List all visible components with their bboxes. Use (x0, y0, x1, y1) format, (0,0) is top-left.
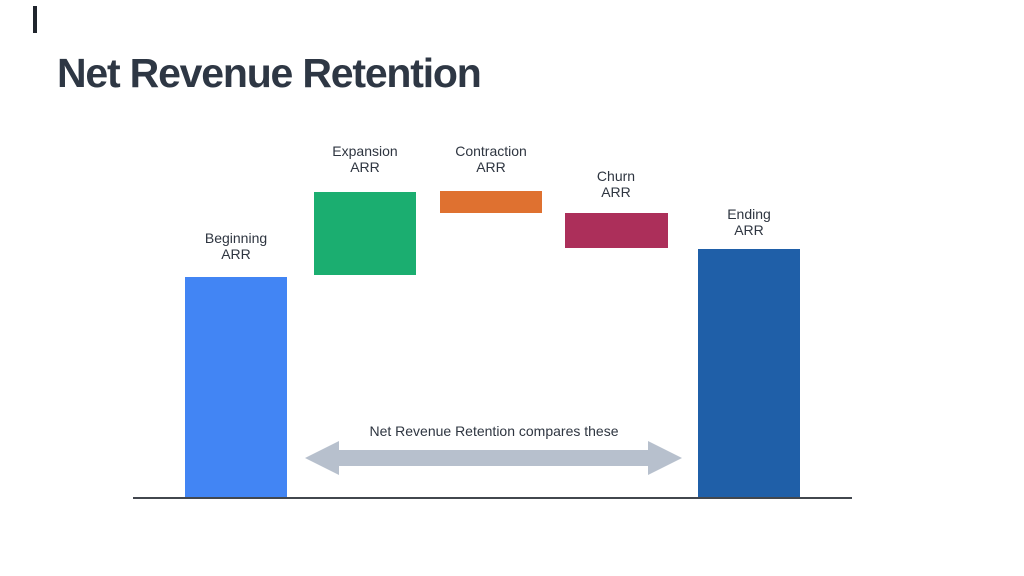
bar-label-line: ARR (734, 222, 764, 238)
bar-label-line: ARR (350, 159, 380, 175)
text-cursor-mark (33, 6, 37, 33)
bar-churn-arr (565, 213, 668, 248)
bar-contraction-arr (440, 191, 542, 213)
bar-label-line: Ending (727, 206, 771, 222)
bar-label-line: ARR (221, 246, 251, 262)
double-arrow-icon (305, 441, 682, 475)
comparison-annotation-text: Net Revenue Retention compares these (369, 423, 619, 439)
bar-label-beginning-arr: Beginning ARR (156, 230, 316, 262)
slide-title: Net Revenue Retention (57, 50, 482, 96)
bar-label-line: Expansion (332, 143, 398, 159)
bar-label-ending-arr: Ending ARR (669, 206, 829, 238)
bar-ending-arr (698, 249, 800, 497)
bar-label-line: Beginning (204, 230, 268, 246)
bar-beginning-arr (185, 277, 287, 497)
bar-label-line: ARR (476, 159, 506, 175)
axis-baseline (133, 497, 852, 499)
bar-label-line: Churn (596, 168, 636, 184)
bar-label-churn-arr: Churn ARR (536, 168, 696, 200)
bar-expansion-arr (314, 192, 416, 275)
bar-label-contraction-arr: Contraction ARR (411, 143, 571, 175)
bar-label-line: ARR (601, 184, 631, 200)
bar-label-expansion-arr: Expansion ARR (285, 143, 445, 175)
bar-label-line: Contraction (455, 143, 527, 159)
